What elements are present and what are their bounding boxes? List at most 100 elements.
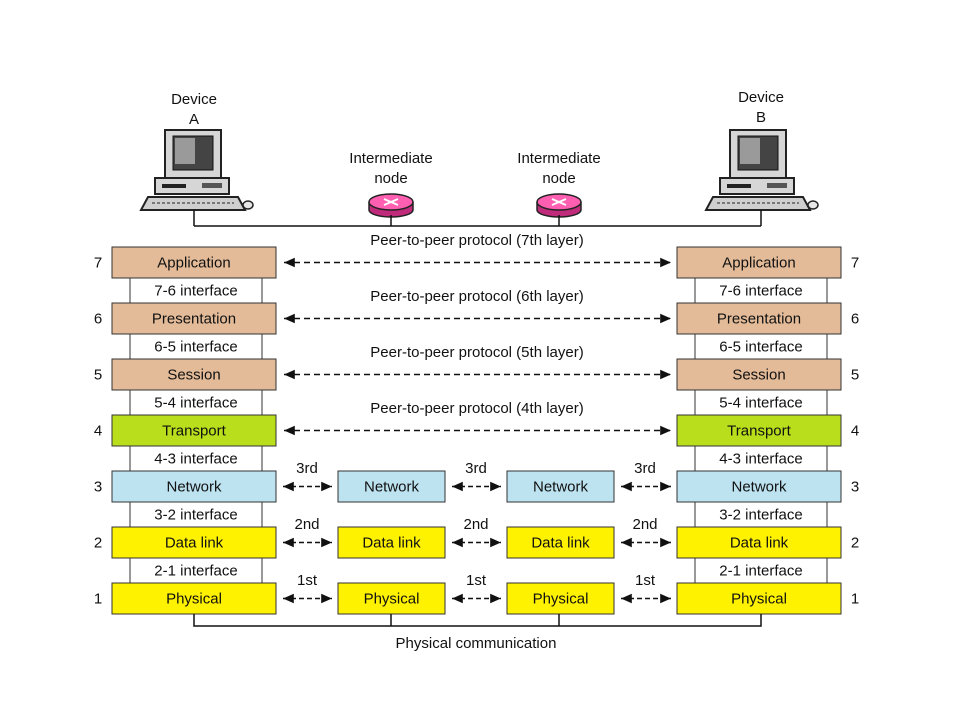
layer-number-left: 1 [94,591,102,608]
layer-number-right: 5 [851,367,859,384]
layer-number-right: 1 [851,591,859,608]
device-a: Device A [139,91,254,211]
layer-name-a: Application [157,255,230,272]
interface-strip-b [694,557,828,584]
peer-protocol-label: Peer-to-peer protocol (6th layer) [370,288,583,305]
interface-strip-b [694,277,828,304]
layer-box-node-2 [506,582,615,615]
router-icon [536,193,582,218]
layer-box-b [676,358,842,391]
layer-box-node-1 [337,582,446,615]
layer-number-left: 7 [94,255,102,272]
layer-number-left: 5 [94,367,102,384]
layer-name-a: Network [166,479,222,496]
interface-strip-b [694,501,828,528]
layer-name-node-1: Data link [362,535,421,552]
layer-number-right: 4 [851,423,859,440]
device-b-label-line2: B [756,109,766,126]
interface-label-a: 3-2 interface [154,507,237,524]
peer-protocol-label: Peer-to-peer protocol (7th layer) [370,232,583,249]
interface-label-b: 4-3 interface [719,451,802,468]
layer-box-a [111,246,277,279]
layer-number-right: 2 [851,535,859,552]
interface-label-a: 5-4 interface [154,395,237,412]
intermediate-node-1-label-line2: node [374,170,407,187]
layer-name-a: Presentation [152,311,236,328]
layer-box-a [111,414,277,447]
peer-protocol-label: Peer-to-peer protocol (5th layer) [370,344,583,361]
router-icon [368,193,414,218]
interface-label-b: 7-6 interface [719,283,802,300]
interface-strip-a [129,557,263,584]
interface-label-b: 5-4 interface [719,395,802,412]
layer-box-a [111,582,277,615]
device-a-label-line1: Device [171,91,217,108]
physical-communication-label: Physical communication [396,635,557,652]
hop-label: 1st [297,572,318,589]
physical-communication: Physical communication [193,614,762,652]
device-b-label-line1: Device [738,89,784,106]
layer-box-a [111,470,277,503]
device-a-label-line2: A [189,111,199,128]
layer-name-b: Transport [727,423,791,440]
layer-name-node-2: Network [533,479,589,496]
layer-number-left: 2 [94,535,102,552]
intermediate-node-2-label-line2: node [542,170,575,187]
computer-icon [139,129,254,211]
device-b: Device B [704,89,819,211]
interface-label-a: 7-6 interface [154,283,237,300]
interface-label-a: 4-3 interface [154,451,237,468]
layer-box-node-1 [337,470,446,503]
layer-name-b: Session [732,367,785,384]
interface-label-b: 3-2 interface [719,507,802,524]
intermediate-node-1: Intermediate node [349,150,433,218]
layer-name-b: Physical [731,591,787,608]
hop-label: 1st [466,572,487,589]
interface-label-a: 6-5 interface [154,339,237,356]
interface-label-b: 6-5 interface [719,339,802,356]
layer-box-node-2 [506,526,615,559]
layer-name-b: Application [722,255,795,272]
layer-box-node-2 [506,470,615,503]
layer-number-right: 6 [851,311,859,328]
hop-label: 2nd [463,516,488,533]
layer-name-a: Data link [165,535,224,552]
interface-strip-a [129,333,263,360]
layer-name-a: Transport [162,423,226,440]
layer-box-b [676,470,842,503]
interface-strip-a [129,445,263,472]
layer-name-b: Presentation [717,311,801,328]
layer-name-node-1: Physical [364,591,420,608]
layer-number-right: 7 [851,255,859,272]
layer-box-a [111,526,277,559]
hop-label: 2nd [632,516,657,533]
layer-number-left: 3 [94,479,102,496]
computer-icon [704,129,819,211]
interface-strip-a [129,389,263,416]
layer-name-b: Network [731,479,787,496]
intermediate-node-1-label-line1: Intermediate [349,150,432,167]
layer-name-b: Data link [730,535,789,552]
interface-strip-a [129,277,263,304]
layer-box-b [676,246,842,279]
hop-label: 3rd [465,460,487,477]
layer-number-left: 4 [94,423,102,440]
hop-label: 2nd [294,516,319,533]
layer-box-b [676,302,842,335]
hop-label: 3rd [296,460,318,477]
layer-number-left: 6 [94,311,102,328]
network-cable [193,210,762,227]
intermediate-node-2-label-line1: Intermediate [517,150,600,167]
layer-name-node-2: Physical [533,591,589,608]
interface-strip-b [694,389,828,416]
layer-box-b [676,414,842,447]
intermediate-node-2: Intermediate node [517,150,601,218]
layer-box-a [111,358,277,391]
hop-label: 3rd [634,460,656,477]
interface-label-a: 2-1 interface [154,563,237,580]
interface-label-b: 2-1 interface [719,563,802,580]
interface-strip-b [694,333,828,360]
layer-number-right: 3 [851,479,859,496]
